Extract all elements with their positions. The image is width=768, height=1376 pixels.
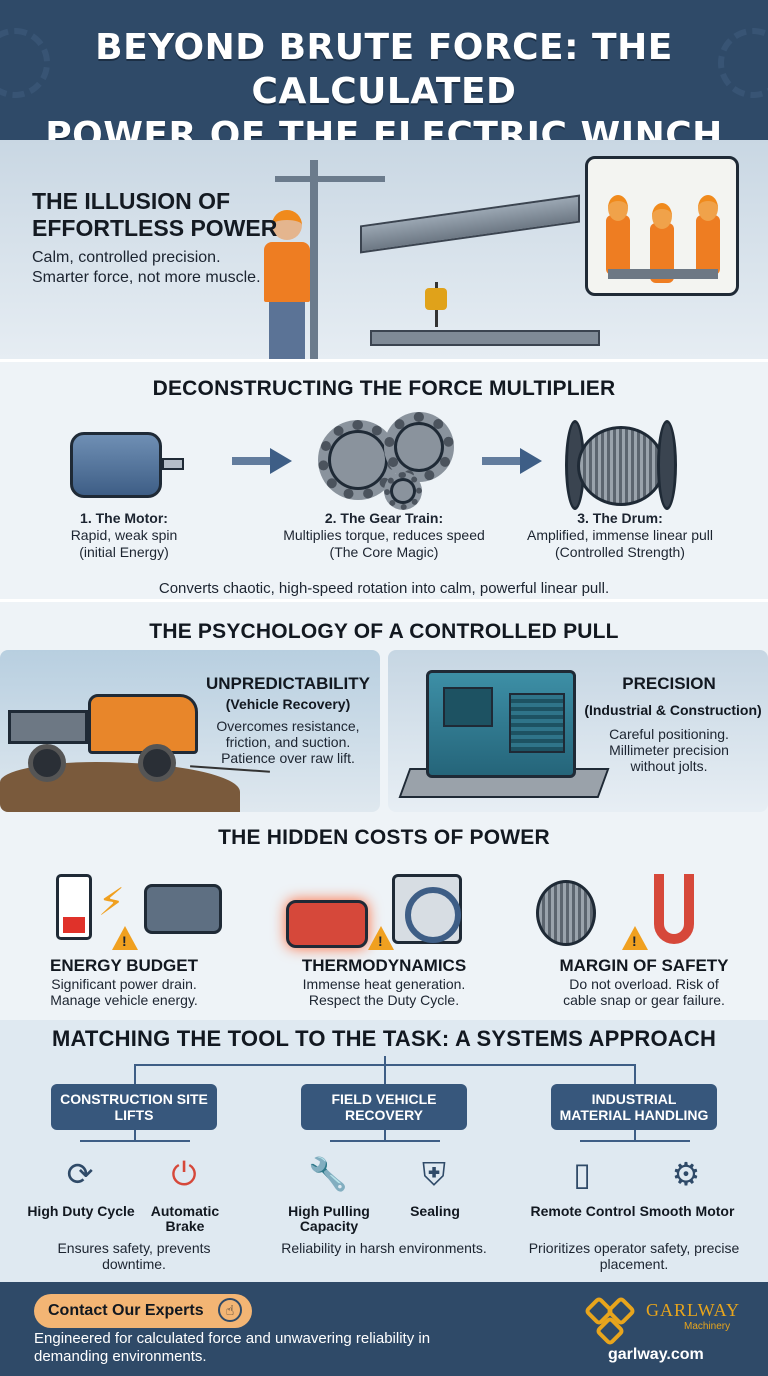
warning-icon: ! <box>112 926 138 950</box>
force-summary: Converts chaotic, high-speed rotation in… <box>158 580 610 597</box>
garlway-logo: GARLWAY Machinery <box>580 1294 741 1347</box>
hero-section: THE ILLUSION OF EFFORTLESS POWER Calm, c… <box>0 140 768 362</box>
unpredictability-panel: UNPREDICTABILITY (Vehicle Recovery) Over… <box>0 650 380 812</box>
panel-title: PRECISION <box>622 674 716 693</box>
hidden-costs-section: THE HIDDEN COSTS OF POWER ⚡ ! ENERGY BUD… <box>0 814 768 1020</box>
cable-spool-icon <box>536 880 596 946</box>
feature-label: Automatic Brake <box>150 1203 220 1234</box>
footer: Contact Our Experts ☝ Engineered for cal… <box>0 1282 768 1376</box>
panel-subtitle: (Industrial & Construction) <box>584 702 762 718</box>
motor-icon <box>70 422 184 502</box>
feature-label: Remote Control <box>530 1203 636 1219</box>
tree-connector <box>580 1140 690 1142</box>
brake-power-icon: ⏻ <box>171 1156 197 1192</box>
tree-connector <box>634 1130 636 1140</box>
battery-low-icon <box>56 874 92 940</box>
arrow-right-icon <box>482 448 542 474</box>
contact-experts-button[interactable]: Contact Our Experts ☝ <box>34 1294 252 1328</box>
cta-label: Contact Our Experts <box>48 1302 204 1319</box>
gear-icon <box>384 412 454 482</box>
tree-connector <box>384 1064 386 1084</box>
remote-control-icon: ▯ <box>573 1156 591 1192</box>
truck-stuck-in-mud-illustration <box>8 686 198 782</box>
feature-label: Smooth Motor <box>639 1203 735 1219</box>
category-description: Reliability in harsh environments. <box>281 1240 487 1256</box>
category-industrial-material-handling: INDUSTRIAL MATERIAL HANDLING <box>551 1084 717 1130</box>
cable-drum-icon <box>565 420 677 510</box>
industrial-generator-illustration <box>426 670 576 778</box>
psychology-section: THE PSYCHOLOGY OF A CONTROLLED PULL UNPR… <box>0 602 768 814</box>
tree-connector <box>134 1130 136 1140</box>
warning-icon: ! <box>622 926 648 950</box>
cooling-fan-icon <box>392 874 462 944</box>
step-motor: 1. The Motor: Rapid, weak spin (initial … <box>70 510 178 560</box>
cycle-refresh-icon: ⟳ <box>66 1156 94 1192</box>
crane-tower <box>310 160 318 359</box>
hook-icon <box>654 874 694 944</box>
header-banner: BEYOND BRUTE FORCE: THE CALCULATED POWER… <box>0 0 768 156</box>
brand-subtitle: Machinery <box>684 1321 731 1332</box>
panel-title: UNPREDICTABILITY <box>205 674 370 693</box>
brand-name: GARLWAY <box>646 1300 741 1320</box>
gear-icon <box>0 28 50 98</box>
section-title: DECONSTRUCTING THE FORCE MULTIPLIER <box>152 377 616 400</box>
steel-beam-illustration <box>360 194 580 254</box>
footer-tagline: Engineered for calculated force and unwa… <box>34 1330 431 1365</box>
category-field-vehicle-recovery: FIELD VEHICLE RECOVERY <box>301 1084 467 1130</box>
section-title: MATCHING THE TOOL TO THE TASK: A SYSTEMS… <box>51 1026 717 1051</box>
tree-connector <box>134 1064 136 1084</box>
tree-connector <box>384 1130 386 1140</box>
feature-label: High Pulling Capacity <box>288 1203 370 1234</box>
website-link[interactable]: garlway.com <box>608 1346 704 1363</box>
page-title: BEYOND BRUTE FORCE: THE CALCULATED POWER… <box>0 26 768 158</box>
engine-icon <box>144 884 222 934</box>
hero-text: Calm, controlled precision. Smarter forc… <box>32 249 261 286</box>
section-title: THE PSYCHOLOGY OF A CONTROLLED PULL <box>149 620 619 643</box>
category-description: Prioritizes operator safety, precise pla… <box>528 1240 740 1272</box>
overheating-motor-icon <box>286 900 368 948</box>
tree-connector <box>634 1064 636 1084</box>
warning-icon: ! <box>368 926 394 950</box>
pointer-hand-icon: ☝ <box>218 1298 242 1322</box>
category-construction-site-lifts: CONSTRUCTION SITE LIFTS <box>51 1084 217 1130</box>
systems-approach-section: MATCHING THE TOOL TO THE TASK: A SYSTEMS… <box>0 1020 768 1282</box>
panel-text: Careful positioning. Millimeter precisio… <box>609 726 729 774</box>
force-multiplier-section: DECONSTRUCTING THE FORCE MULTIPLIER 1. T… <box>0 362 768 602</box>
panel-text: Overcomes resistance, friction, and suct… <box>216 718 360 766</box>
gear-icon <box>718 28 768 98</box>
title-line-1: BEYOND BRUTE FORCE: THE CALCULATED <box>95 27 673 112</box>
shield-check-icon: ⛨ <box>421 1156 446 1192</box>
panel-subtitle: (Vehicle Recovery) <box>225 696 351 712</box>
motor-icon: ⚙ <box>671 1156 701 1192</box>
arrow-right-icon <box>232 448 292 474</box>
manual-labor-inset-illustration <box>585 156 739 296</box>
hook-icon <box>425 288 447 310</box>
lightning-bolt-icon: ⚡ <box>98 882 125 924</box>
gear-icon <box>384 472 422 510</box>
feature-label: High Duty Cycle <box>27 1203 135 1219</box>
crane-illustration <box>275 176 385 182</box>
tree-connector <box>330 1140 440 1142</box>
tree-connector <box>80 1140 190 1142</box>
section-title: THE HIDDEN COSTS OF POWER <box>218 826 550 849</box>
step-gear-train: 2. The Gear Train: Multiplies torque, re… <box>283 510 485 560</box>
steel-beam-ground <box>370 330 600 346</box>
feature-label: Sealing <box>410 1203 460 1219</box>
worker-with-remote-illustration <box>262 210 312 359</box>
precision-panel: PRECISION (Industrial & Construction) Ca… <box>388 650 768 812</box>
step-drum: 3. The Drum: Amplified, immense linear p… <box>527 510 713 560</box>
tree-connector <box>384 1056 386 1064</box>
hero-title: THE ILLUSION OF EFFORTLESS POWER <box>32 188 278 241</box>
wrench-icon: 🔧 <box>308 1156 348 1192</box>
category-description: Ensures safety, prevents downtime. <box>57 1240 211 1272</box>
